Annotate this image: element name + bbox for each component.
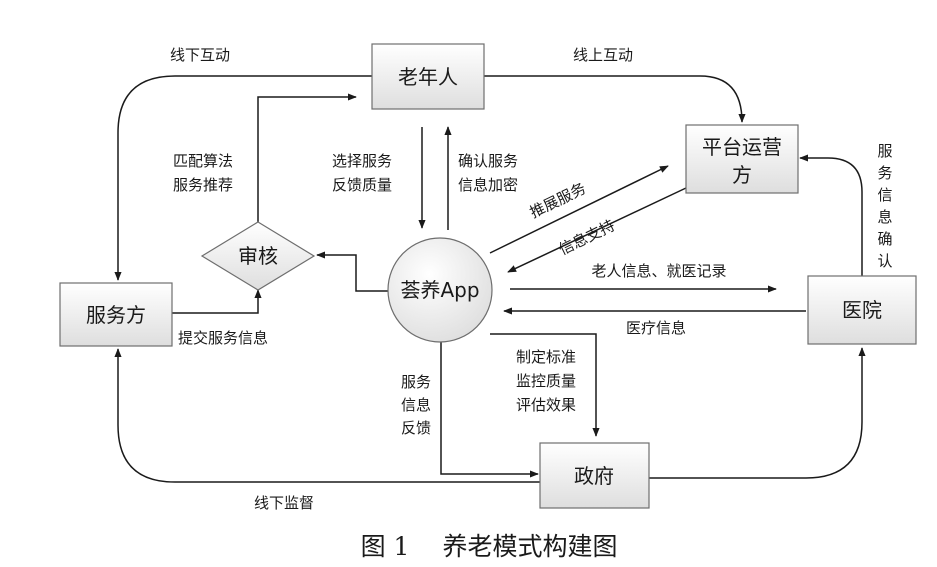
node-elderly-label: 老年人 (398, 65, 458, 89)
label-offline-supervision: 线下监督 (254, 494, 314, 512)
label-offline-interaction: 线下互动 (170, 46, 230, 64)
label-service-info-confirm-char: 确 (877, 230, 892, 248)
node-app: 荟养App (387, 237, 493, 343)
label-gov-functions-line1: 制定标准 (516, 348, 576, 366)
label-confirm-service-line1: 确认服务 (458, 152, 518, 170)
label-medical-info: 医疗信息 (626, 319, 686, 337)
label-submit-service-info: 提交服务信息 (178, 329, 268, 347)
figure-title: 养老模式构建图 (442, 532, 617, 561)
label-service-info-feedback-line2: 信息 (401, 396, 431, 414)
edge-review-to-elderly (257, 93, 357, 222)
label-confirm-service-line2: 信息加密 (458, 176, 518, 194)
edge-app-to-review (316, 251, 389, 292)
node-government-label: 政府 (574, 464, 614, 488)
node-review: 审核 (200, 221, 316, 291)
node-hospital-label: 医院 (842, 298, 882, 322)
label-elder-info: 老人信息、就医记录 (591, 262, 726, 280)
label-gov-functions-line3: 评估效果 (516, 396, 576, 414)
label-service-info-feedback-line1: 服务 (401, 373, 431, 391)
label-service-info-confirm-char: 息 (877, 208, 892, 226)
label-select-service-line1: 选择服务 (332, 152, 392, 170)
node-elderly: 老年人 (371, 43, 485, 110)
label-service-info-confirm: 服 务 信 息 确 认 (877, 142, 892, 270)
node-hospital: 医院 (807, 275, 917, 345)
label-promote-service: 推展服务 (527, 179, 589, 221)
figure-number: 图 1 (361, 532, 410, 561)
node-app-label: 荟养App (400, 278, 479, 302)
label-service-info-confirm-char: 认 (877, 252, 892, 270)
node-platform: 平台运营 方 (685, 124, 799, 194)
label-matching-line2: 服务推荐 (173, 176, 233, 194)
edge-app-standards-to-government (490, 333, 600, 437)
label-service-info-confirm-char: 服 (877, 142, 892, 160)
label-online-interaction: 线上互动 (573, 46, 633, 64)
node-government: 政府 (539, 442, 650, 509)
edge-provider-to-review (170, 289, 262, 314)
edge-platform-to-app (507, 187, 687, 273)
edge-app-to-government (440, 338, 539, 478)
label-gov-functions-line2: 监控质量 (516, 372, 576, 390)
edge-offline-interaction (114, 75, 372, 281)
label-info-support: 信息支持 (556, 216, 618, 258)
node-provider: 服务方 (59, 282, 173, 347)
edge-app-to-platform (489, 165, 669, 254)
node-platform-label-line2: 方 (732, 163, 752, 187)
edge-offline-supervision (114, 348, 540, 483)
node-provider-label: 服务方 (86, 303, 146, 327)
label-matching-line1: 匹配算法 (173, 152, 233, 170)
edge-online-interaction (484, 75, 746, 123)
label-select-service-line2: 反馈质量 (332, 176, 392, 194)
label-service-info-confirm-char: 务 (877, 164, 892, 182)
label-service-info-feedback-line3: 反馈 (401, 419, 431, 437)
edge-hospital-to-platform (799, 154, 863, 276)
node-review-label: 审核 (238, 244, 278, 268)
node-platform-label-line1: 平台运营 (702, 135, 782, 159)
edge-government-to-hospital (649, 347, 866, 479)
label-service-info-confirm-char: 信 (877, 186, 892, 204)
